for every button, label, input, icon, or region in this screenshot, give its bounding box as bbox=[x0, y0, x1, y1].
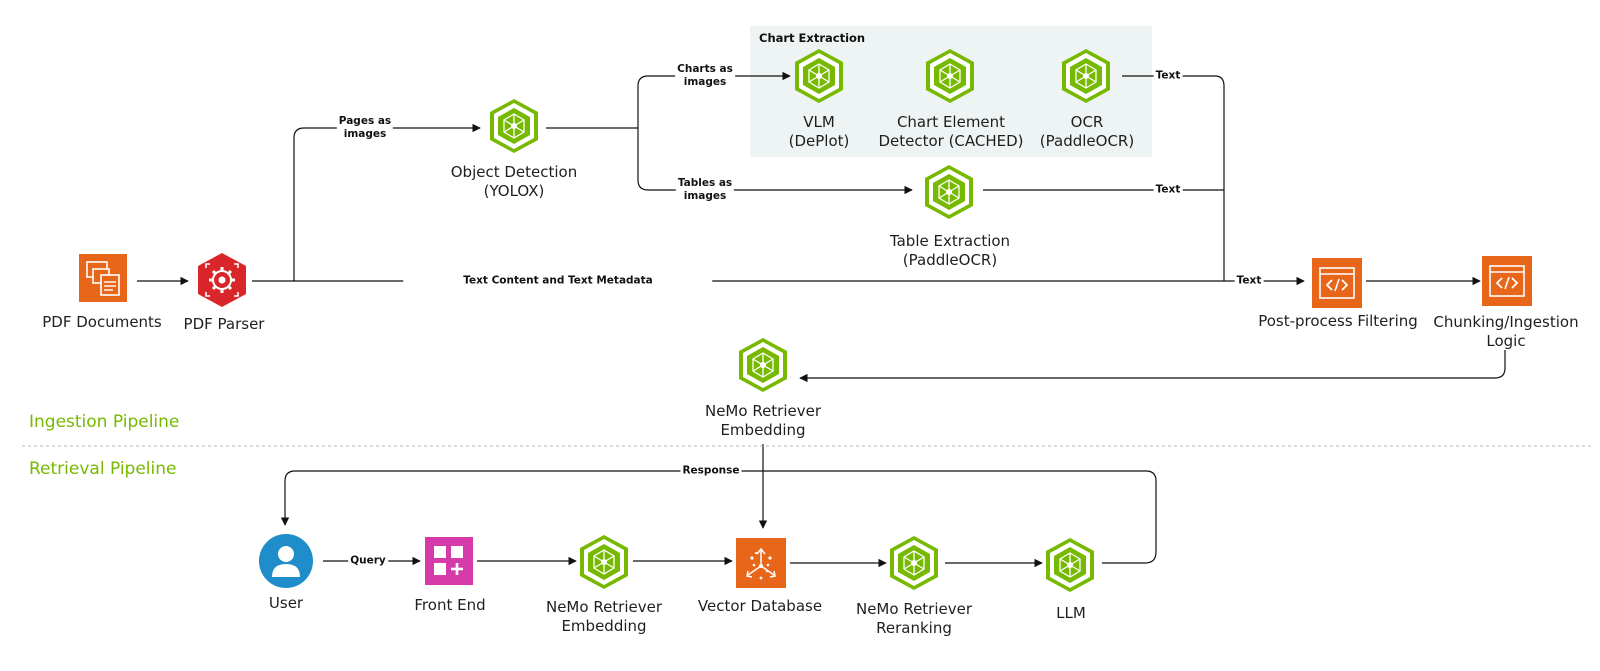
retrieval-pipeline-title: Retrieval Pipeline bbox=[29, 459, 177, 479]
reranking-cube-icon bbox=[890, 536, 938, 590]
edge-label-text-table: Text bbox=[1153, 183, 1183, 197]
llm-cube-icon bbox=[1046, 538, 1094, 592]
edge-chunking-to-embedding bbox=[799, 350, 1506, 383]
embedding-retrieve-label: NeMo Retriever Embedding bbox=[545, 598, 663, 635]
chart-element-detector-label: Chart Element Detector (CACHED) bbox=[878, 113, 1024, 150]
edge-parser-to-object-detection bbox=[252, 123, 481, 282]
object-detection-label: Object Detection (YOLOX) bbox=[450, 163, 578, 200]
edge-label-text-ocr: Text bbox=[1153, 69, 1183, 83]
edge-ocr-text bbox=[1122, 75, 1225, 281]
edge-label-query: Query bbox=[348, 554, 388, 568]
edge-label-text-content: Text Content and Text Metadata bbox=[403, 274, 713, 288]
ocr-label: OCR (PaddleOCR) bbox=[1039, 113, 1135, 150]
edge-label-text-merge: Text bbox=[1234, 274, 1264, 288]
reranking-label: NeMo Retriever Reranking bbox=[855, 600, 973, 637]
pdf-documents-label: PDF Documents bbox=[42, 313, 162, 331]
vlm-label: VLM (DePlot) bbox=[788, 113, 850, 150]
ocr-cube-icon bbox=[1062, 49, 1110, 103]
edge-split-to-table bbox=[637, 128, 913, 195]
pdf-parser-label: PDF Parser bbox=[183, 315, 265, 333]
embedding-ingest-label: NeMo Retriever Embedding bbox=[704, 402, 822, 439]
front-end-label: Front End bbox=[414, 596, 486, 614]
chunking-code-icon bbox=[1482, 256, 1532, 306]
front-end-app-icon bbox=[425, 537, 473, 585]
documents-icon bbox=[79, 254, 127, 302]
llm-label: LLM bbox=[1056, 604, 1086, 622]
table-extraction-cube-icon bbox=[925, 165, 973, 219]
parser-gear-icon bbox=[198, 253, 246, 307]
edge-label-pages-as-images: Pages as images bbox=[336, 115, 394, 141]
chart-element-detector-cube-icon bbox=[926, 49, 974, 103]
chunking-label: Chunking/Ingestion Logic bbox=[1433, 313, 1579, 350]
embedding-ingest-cube-icon bbox=[739, 338, 787, 392]
post-process-code-icon bbox=[1312, 258, 1362, 308]
vector-database-label: Vector Database bbox=[697, 597, 823, 615]
chart-extraction-title: Chart Extraction bbox=[759, 31, 866, 45]
table-extraction-label: Table Extraction (PaddleOCR) bbox=[889, 232, 1011, 269]
object-detection-cube-icon bbox=[490, 99, 538, 153]
vlm-cube-icon bbox=[795, 49, 843, 103]
edge-label-response: Response bbox=[680, 464, 742, 478]
edge-label-tables-as-images: Tables as images bbox=[675, 177, 735, 203]
edge-llm-response-user bbox=[280, 470, 1157, 564]
vector-database-icon bbox=[736, 538, 786, 588]
edge-split-to-vlm bbox=[637, 71, 791, 128]
ingestion-pipeline-title: Ingestion Pipeline bbox=[29, 412, 180, 432]
user-label: User bbox=[268, 594, 304, 612]
edge-label-charts-as-images: Charts as images bbox=[675, 63, 735, 89]
post-process-label: Post-process Filtering bbox=[1258, 312, 1418, 330]
embedding-retrieve-cube-icon bbox=[580, 535, 628, 589]
user-icon bbox=[259, 534, 313, 588]
